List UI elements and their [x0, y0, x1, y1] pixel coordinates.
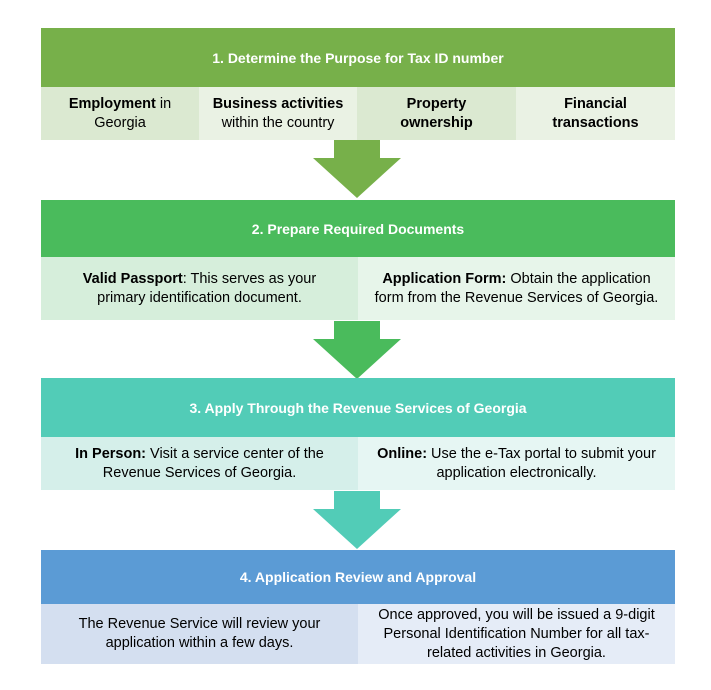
outcome-approval-text: Once approved, you will be issued a 9-di…: [378, 606, 655, 661]
option-employment-bold: Employment: [68, 95, 156, 112]
doc-valid-passport: Valid Passport: This serves as your prim…: [41, 257, 358, 320]
option-business: Business activities within the country: [199, 87, 357, 140]
doc-application-form: Application Form: Obtain the application…: [358, 257, 675, 320]
method-in-person-text: Visit a service center of the Revenue Se…: [102, 445, 324, 481]
option-business-text: within the country: [221, 114, 335, 131]
option-employment-text: in Georgia: [94, 95, 172, 131]
option-business-bold: Business activities: [212, 95, 344, 112]
step-4-title: 4. Application Review and Approval: [239, 569, 477, 585]
step-2-header: 2. Prepare Required Documents: [41, 200, 675, 257]
doc-application-form-text: Obtain the application form from the Rev…: [374, 270, 659, 306]
method-in-person: In Person: Visit a service center of the…: [41, 437, 358, 490]
doc-valid-passport-text: : This serves as your primary identifica…: [97, 270, 317, 306]
option-financial: Financial transactions: [516, 87, 675, 140]
step-3-methods: In Person: Visit a service center of the…: [41, 437, 675, 490]
step-1-title: 1. Determine the Purpose for Tax ID numb…: [212, 49, 504, 66]
step-4: 4. Application Review and Approval The R…: [41, 550, 675, 664]
step-1: 1. Determine the Purpose for Tax ID numb…: [41, 28, 675, 140]
step-1-header: 1. Determine the Purpose for Tax ID numb…: [41, 28, 675, 87]
step-2-title: 2. Prepare Required Documents: [251, 220, 465, 237]
step-4-header: 4. Application Review and Approval: [41, 550, 675, 604]
option-employment: Employment in Georgia: [41, 87, 199, 140]
option-financial-bold: Financial transactions: [552, 95, 639, 131]
option-property-bold: Property ownership: [400, 95, 473, 131]
outcome-approval: Once approved, you will be issued a 9-di…: [358, 604, 675, 664]
doc-application-form-bold: Application Form:: [382, 270, 507, 287]
arrow-down-icon: [313, 321, 401, 379]
doc-valid-passport-bold: Valid Passport: [82, 270, 183, 287]
outcome-review: The Revenue Service will review your app…: [41, 604, 358, 664]
step-2-documents: Valid Passport: This serves as your prim…: [41, 257, 675, 320]
method-online-text: Use the e-Tax portal to submit your appl…: [427, 445, 656, 481]
arrow-down-icon: [313, 140, 401, 198]
method-online: Online: Use the e-Tax portal to submit y…: [358, 437, 675, 490]
arrow-down-icon: [313, 491, 401, 549]
outcome-review-text: The Revenue Service will review your app…: [78, 616, 321, 651]
option-property: Property ownership: [357, 87, 516, 140]
step-3: 3. Apply Through the Revenue Services of…: [41, 378, 675, 490]
method-online-bold: Online:: [377, 445, 428, 462]
step-3-header: 3. Apply Through the Revenue Services of…: [41, 378, 675, 437]
method-in-person-bold: In Person:: [75, 445, 147, 462]
step-1-options: Employment in Georgia Business activitie…: [41, 87, 675, 140]
step-2: 2. Prepare Required Documents Valid Pass…: [41, 200, 675, 320]
step-3-title: 3. Apply Through the Revenue Services of…: [189, 399, 527, 416]
step-4-outcomes: The Revenue Service will review your app…: [41, 604, 675, 664]
